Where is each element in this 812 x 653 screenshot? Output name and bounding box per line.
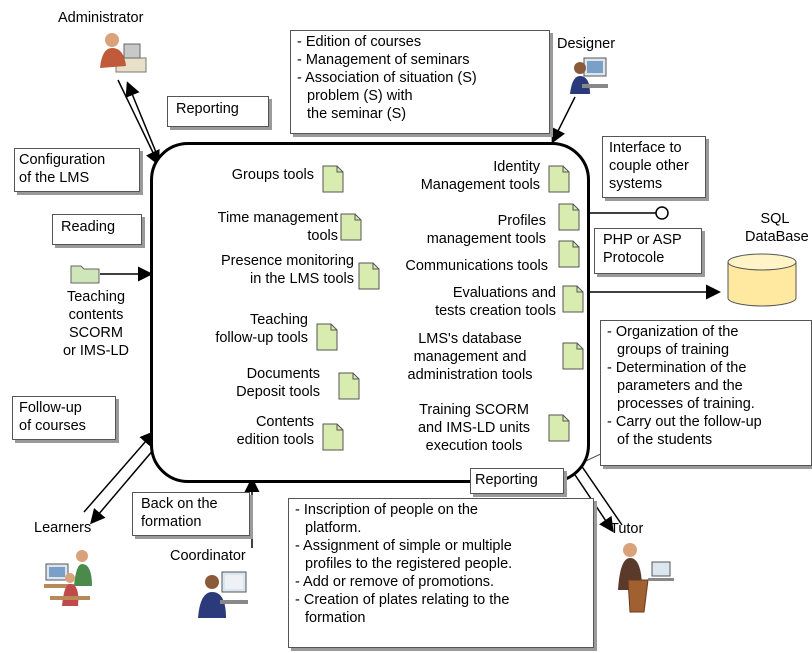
tutor-icon bbox=[618, 543, 674, 613]
document-icon bbox=[322, 423, 344, 451]
tutor-tasks-box: - Organization of the groups of training… bbox=[600, 320, 812, 466]
interface-socket bbox=[655, 206, 669, 220]
admin-arrow-out bbox=[125, 81, 161, 163]
callout-reporting-bottom: Reporting bbox=[470, 468, 564, 494]
document-icon bbox=[548, 414, 570, 442]
coordinator-icon bbox=[198, 571, 248, 618]
document-icon bbox=[562, 342, 584, 370]
actor-tutor-label: Tutor bbox=[610, 521, 644, 537]
lms-boundary bbox=[150, 142, 590, 483]
database-label: SQL DataBase bbox=[745, 211, 809, 245]
callout-reporting-top: Reporting bbox=[167, 96, 269, 127]
teaching-contents-label: Teaching contents SCORM or IMS-LD bbox=[62, 289, 130, 359]
folder-icon bbox=[70, 265, 100, 284]
tool-groups: Groups tools bbox=[231, 167, 314, 183]
designer-arrow bbox=[551, 96, 576, 144]
document-icon bbox=[358, 262, 380, 290]
learners-icon bbox=[44, 550, 92, 606]
actor-learners-label: Learners bbox=[34, 520, 92, 536]
tool-communications: Communications tools bbox=[405, 258, 548, 274]
learners-arrow-in bbox=[83, 430, 155, 513]
designer-tasks-box: - Edition of courses - Management of sem… bbox=[290, 30, 550, 134]
learners-arrow-out bbox=[90, 441, 161, 525]
document-icon bbox=[322, 165, 344, 193]
actor-coordinator-label: Coordinator bbox=[170, 548, 246, 564]
document-icon bbox=[562, 285, 584, 313]
document-icon bbox=[340, 213, 362, 241]
actor-administrator-label: Administrator bbox=[58, 10, 144, 26]
document-icon bbox=[558, 203, 580, 231]
document-icon bbox=[316, 323, 338, 351]
administrator-icon bbox=[100, 33, 147, 73]
admin-arrow-in bbox=[117, 79, 160, 166]
callout-reading: Reading bbox=[52, 214, 142, 245]
coordinator-tasks-box: - Inscription of people on the platform.… bbox=[288, 498, 594, 648]
actor-designer-label: Designer bbox=[557, 36, 616, 52]
database-icon bbox=[727, 253, 797, 307]
document-icon bbox=[548, 165, 570, 193]
designer-icon bbox=[570, 57, 608, 94]
document-icon bbox=[558, 240, 580, 268]
document-icon bbox=[338, 372, 360, 400]
